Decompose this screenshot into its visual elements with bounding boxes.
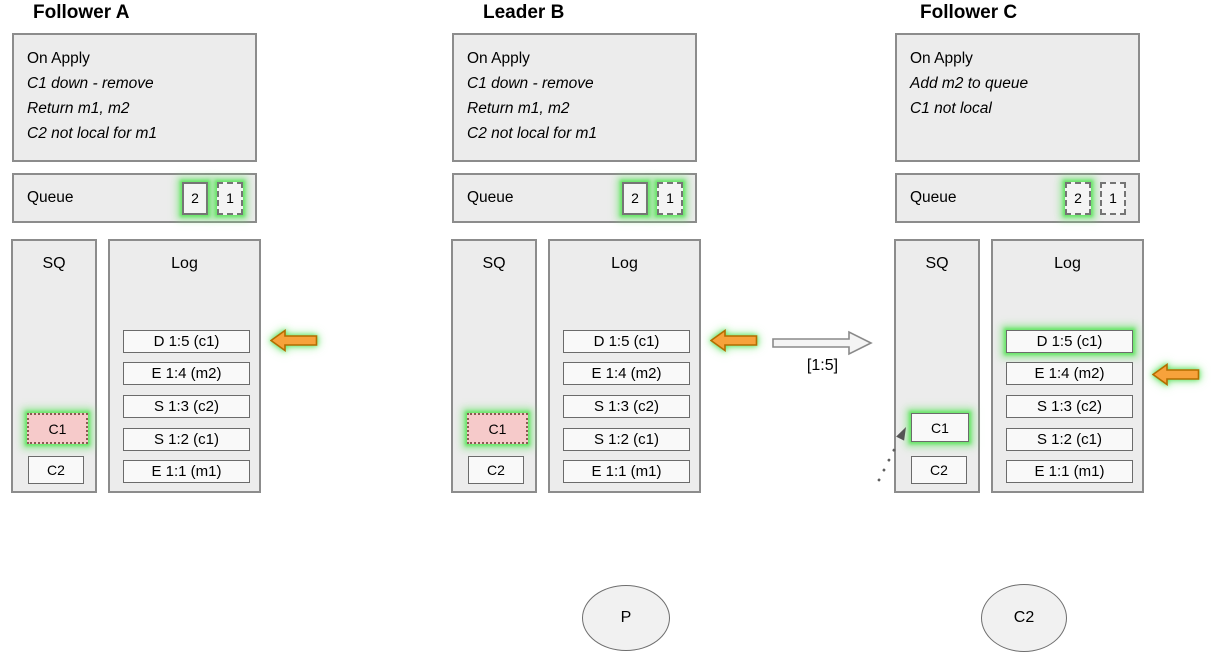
queue-label: Queue xyxy=(910,189,957,206)
queue-item: 2 xyxy=(622,181,648,215)
queue-label: Queue xyxy=(467,189,514,206)
queue-items: 2 1 xyxy=(1065,181,1126,215)
sq-item-c1: C1 xyxy=(911,413,969,442)
queue-item: 2 xyxy=(182,181,208,215)
actor-c2-ellipse: C2 xyxy=(981,584,1067,652)
sq-item-c2: C2 xyxy=(28,456,84,484)
on-apply-line: Return m1, m2 xyxy=(27,100,130,117)
sq-label: SQ xyxy=(925,255,949,272)
actor-label: P xyxy=(620,609,632,626)
log-panel: Log D 1:5 (c1) E 1:4 (m2) S 1:3 (c2) S 1… xyxy=(548,239,701,493)
sq-item-c1: C1 xyxy=(467,413,528,444)
log-entry: E 1:1 (m1) xyxy=(1006,460,1133,483)
log-entry: S 1:3 (c2) xyxy=(1006,395,1133,418)
on-apply-panel: On Apply C1 down - remove Return m1, m2 … xyxy=(12,33,257,162)
on-apply-header: On Apply xyxy=(910,50,973,67)
queue-items: 2 1 xyxy=(622,181,683,215)
log-entry: S 1:3 (c2) xyxy=(563,395,690,418)
log-entry: D 1:5 (c1) xyxy=(563,330,690,353)
log-panel: Log D 1:5 (c1) E 1:4 (m2) S 1:3 (c2) S 1… xyxy=(991,239,1144,493)
on-apply-line: C1 down - remove xyxy=(467,75,594,92)
log-label: Log xyxy=(611,255,638,272)
node-follower-a: Follower A On Apply C1 down - remove Ret… xyxy=(11,0,318,500)
node-title: Follower C xyxy=(920,2,1018,23)
node-title: Follower A xyxy=(33,2,130,23)
log-entry: D 1:5 (c1) xyxy=(1006,330,1133,353)
queue-panel: Queue 2 1 xyxy=(452,173,697,223)
queue-item: 2 xyxy=(1065,181,1091,215)
orange-left-arrow-icon xyxy=(709,328,758,353)
sq-item-c2: C2 xyxy=(911,456,967,484)
on-apply-line: C1 not local xyxy=(910,100,992,117)
queue-label: Queue xyxy=(27,189,74,206)
on-apply-line: C1 down - remove xyxy=(27,75,154,92)
log-entry: D 1:5 (c1) xyxy=(123,330,250,353)
replication-range-label: [1:5] xyxy=(806,357,839,374)
sq-panel: SQ C1 C2 xyxy=(894,239,980,493)
sq-panel: SQ C1 C2 xyxy=(11,239,97,493)
orange-left-arrow-icon xyxy=(1151,362,1200,387)
on-apply-line: C2 not local for m1 xyxy=(467,125,598,142)
on-apply-header: On Apply xyxy=(467,50,530,67)
queue-items: 2 1 xyxy=(182,181,243,215)
queue-item: 1 xyxy=(657,181,683,215)
sq-label: SQ xyxy=(482,255,506,272)
sq-panel: SQ C1 C2 xyxy=(451,239,537,493)
node-follower-c: Follower C On Apply Add m2 to queue C1 n… xyxy=(894,0,1200,500)
log-label: Log xyxy=(1054,255,1081,272)
log-entry: S 1:2 (c1) xyxy=(563,428,690,451)
sq-item-c2: C2 xyxy=(468,456,524,484)
log-entry: S 1:3 (c2) xyxy=(123,395,250,418)
log-entry: S 1:2 (c1) xyxy=(123,428,250,451)
on-apply-line: Return m1, m2 xyxy=(467,100,570,117)
log-entry: S 1:2 (c1) xyxy=(1006,428,1133,451)
dotted-arrow-icon xyxy=(860,418,920,493)
log-entry: E 1:4 (m2) xyxy=(123,362,250,385)
log-entry: E 1:4 (m2) xyxy=(1006,362,1133,385)
log-entry: E 1:4 (m2) xyxy=(563,362,690,385)
log-entry: E 1:1 (m1) xyxy=(563,460,690,483)
actor-label: C2 xyxy=(1013,609,1035,626)
node-title: Leader B xyxy=(483,2,565,23)
sq-item-c1: C1 xyxy=(27,413,88,444)
on-apply-panel: On Apply C1 down - remove Return m1, m2 … xyxy=(452,33,697,162)
log-label: Log xyxy=(171,255,198,272)
replication-arrow-icon xyxy=(772,329,873,357)
orange-left-arrow-icon xyxy=(269,328,318,353)
actor-p-ellipse: P xyxy=(582,585,670,651)
sq-label: SQ xyxy=(42,255,66,272)
on-apply-panel: On Apply Add m2 to queue C1 not local xyxy=(895,33,1140,162)
queue-item: 1 xyxy=(1100,181,1126,215)
on-apply-line: C2 not local for m1 xyxy=(27,125,158,142)
queue-item: 1 xyxy=(217,181,243,215)
queue-panel: Queue 2 1 xyxy=(12,173,257,223)
log-entry: E 1:1 (m1) xyxy=(123,460,250,483)
log-panel: Log D 1:5 (c1) E 1:4 (m2) S 1:3 (c2) S 1… xyxy=(108,239,261,493)
on-apply-line: Add m2 to queue xyxy=(910,75,1029,92)
node-leader-b: Leader B On Apply C1 down - remove Retur… xyxy=(451,0,758,500)
on-apply-header: On Apply xyxy=(27,50,90,67)
queue-panel: Queue 2 1 xyxy=(895,173,1140,223)
